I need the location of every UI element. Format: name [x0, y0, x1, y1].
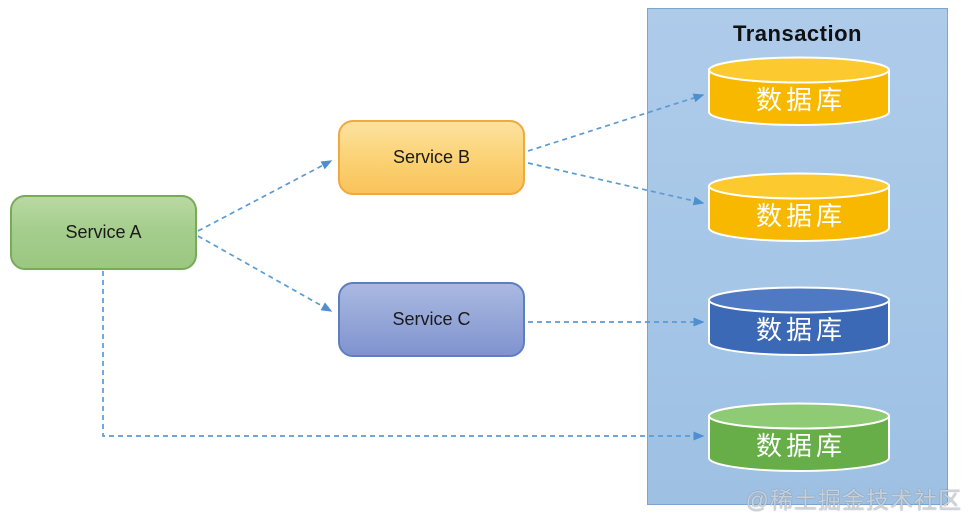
- database-cylinder-2: 数据库: [707, 172, 891, 243]
- database-cylinder-4: 数据库: [707, 402, 891, 473]
- database-cylinder-1: 数据库: [707, 56, 891, 127]
- node-service-a: Service A: [10, 195, 197, 270]
- database-label: 数据库: [755, 315, 846, 345]
- database-icon: [708, 286, 890, 356]
- node-service-a-label: Service A: [65, 222, 142, 242]
- node-service-b: Service B: [338, 120, 525, 195]
- node-service-c: Service C: [338, 282, 525, 357]
- database-label: 数据库: [755, 431, 846, 461]
- database-icon: [708, 402, 890, 472]
- node-service-c-label: Service C: [392, 309, 471, 329]
- edge-service-a-to-service-b: [197, 160, 333, 232]
- watermark-text: @稀土掘金技术社区: [745, 487, 962, 513]
- node-service-b-label: Service B: [392, 147, 471, 167]
- database-label: 数据库: [755, 201, 846, 231]
- database-cylinder-3: 数据库: [707, 286, 891, 357]
- database-icon: [708, 172, 890, 242]
- panel-title: Transaction: [733, 21, 862, 46]
- edge-service-b-to-db2: [527, 162, 705, 206]
- database-icon: [708, 56, 890, 126]
- edge-service-a-to-db4: [102, 271, 705, 441]
- edge-service-a-to-service-c: [197, 235, 333, 312]
- edge-service-b-to-db1: [527, 93, 705, 152]
- database-label: 数据库: [755, 85, 846, 115]
